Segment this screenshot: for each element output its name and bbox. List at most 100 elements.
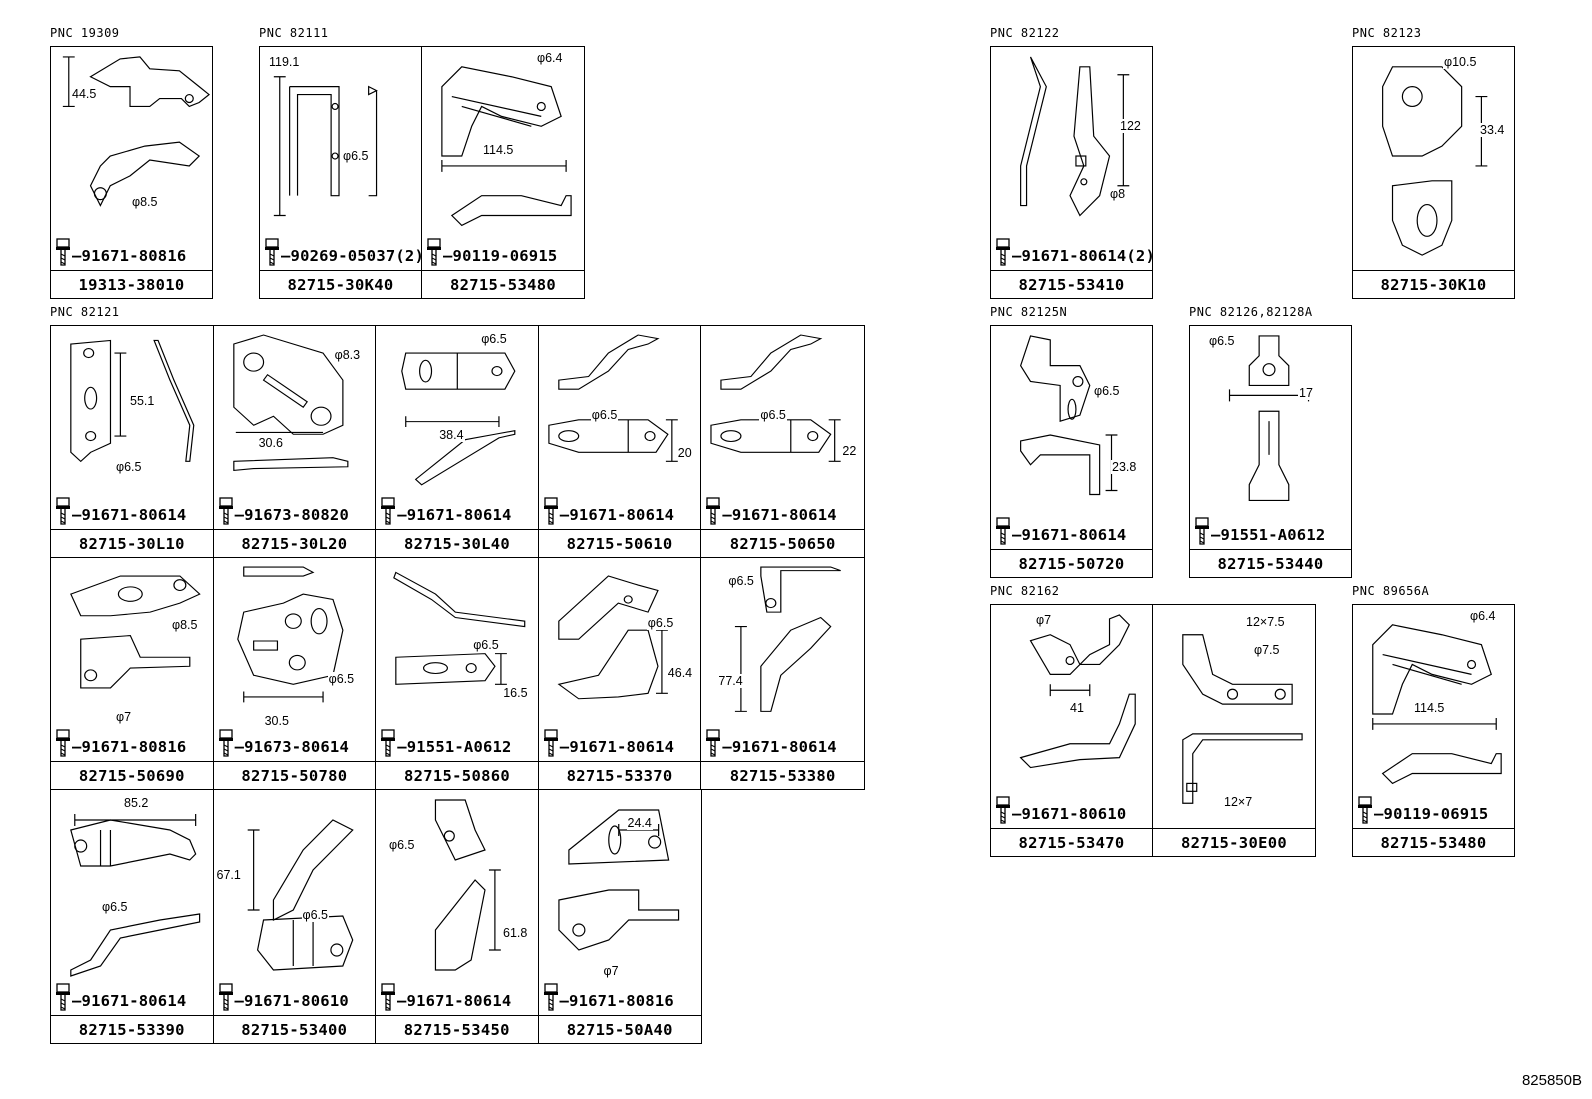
part-number[interactable]: 82715-30E00 xyxy=(1153,828,1315,856)
bolt-icon xyxy=(218,497,234,525)
part-number[interactable]: 82715-53480 xyxy=(422,270,584,298)
part-number[interactable]: 82715-30K40 xyxy=(260,270,421,298)
part-number[interactable]: 82715-53410 xyxy=(991,270,1152,298)
pnc-label: PNC 89656A xyxy=(1352,584,1430,598)
bolt-callout: —91673-80614 xyxy=(218,729,349,757)
bolt-callout: —91671-80816 xyxy=(55,238,186,266)
dimension-label: 122 xyxy=(1119,119,1142,133)
dimension-label: 33.4 xyxy=(1479,123,1506,137)
bolt-callout: —91671-80614 xyxy=(55,983,186,1011)
bolt-icon xyxy=(218,729,234,757)
part-drawing xyxy=(1353,47,1514,270)
bolt-icon xyxy=(543,983,559,1011)
bolt-part-number: —90269-05037(2) xyxy=(281,247,422,265)
dimension-label: φ6.5 xyxy=(327,672,356,686)
part-number[interactable]: 82715-53370 xyxy=(538,761,701,789)
bolt-callout: —91671-80614 xyxy=(543,729,674,757)
part-number[interactable]: 82715-30L20 xyxy=(213,529,376,557)
bolt-part-number: —91671-80816 xyxy=(559,992,674,1010)
bolt-part-number: —91673-80614 xyxy=(234,738,349,756)
bolt-icon xyxy=(264,238,280,266)
bolt-icon xyxy=(380,983,396,1011)
bolt-part-number: —91671-80610 xyxy=(1012,805,1127,823)
part-drawing xyxy=(539,790,702,1015)
part-number[interactable]: 82715-50780 xyxy=(213,761,376,789)
bolt-part-number: —91671-80614 xyxy=(559,738,675,756)
bolt-part-number: —91671-80610 xyxy=(234,992,349,1010)
bolt-icon xyxy=(380,729,396,757)
part-number[interactable]: 19313-38010 xyxy=(51,270,212,298)
part-drawing xyxy=(1353,605,1514,828)
dimension-label: φ6.5 xyxy=(388,838,416,852)
bolt-part-number: —91671-80614 xyxy=(722,738,837,756)
part-number[interactable]: 82715-30L10 xyxy=(51,529,213,557)
bolt-icon xyxy=(705,729,721,757)
bolt-icon xyxy=(1357,796,1373,824)
part-number[interactable]: 82715-50860 xyxy=(376,761,538,789)
pnc-label: PNC 82123 xyxy=(1352,26,1422,40)
bolt-callout: —91673-80820 xyxy=(218,497,349,525)
dimension-label: 55.1 xyxy=(129,394,156,408)
part-number[interactable]: 82715-50610 xyxy=(538,529,701,557)
bolt-icon xyxy=(55,729,71,757)
bolt-part-number: —90119-06915 xyxy=(443,247,558,265)
part-number[interactable]: 82715-53380 xyxy=(701,761,864,789)
part-drawing xyxy=(1190,326,1351,549)
bolt-icon xyxy=(55,238,71,266)
part-number[interactable]: 82715-50720 xyxy=(991,549,1152,577)
part-number[interactable]: 82715-53480 xyxy=(1353,828,1514,856)
dimension-label: 44.5 xyxy=(71,87,98,101)
bolt-callout: —91671-80816 xyxy=(543,983,674,1011)
dimension-label: 85.2 xyxy=(123,796,150,810)
part-number[interactable]: 82715-53400 xyxy=(213,1015,375,1043)
part-drawing xyxy=(376,326,538,529)
dimension-label: 30.6 xyxy=(257,436,284,450)
part-number[interactable]: 82715-30L40 xyxy=(376,529,538,557)
part-number[interactable]: 82715-53470 xyxy=(991,828,1152,856)
part-number[interactable]: 82715-53390 xyxy=(51,1015,213,1043)
bolt-callout: —90119-06915 xyxy=(1357,796,1488,824)
part-number[interactable]: 82715-50690 xyxy=(51,761,213,789)
bolt-part-number: —91671-80614(2) xyxy=(1012,247,1152,265)
part-number[interactable]: 82715-50650 xyxy=(701,529,864,557)
part-number[interactable]: 82715-53450 xyxy=(376,1015,538,1043)
bolt-icon xyxy=(543,497,559,525)
dimension-label: φ6.5 xyxy=(480,332,508,346)
part-number[interactable]: 82715-30K10 xyxy=(1353,270,1514,298)
dimension-label: 41 xyxy=(1069,701,1085,715)
part-number[interactable]: 82715-53440 xyxy=(1190,549,1351,577)
dimension-label: φ6.5 xyxy=(1208,334,1236,348)
dimension-label: 119.1 xyxy=(268,55,301,69)
dimension-label: φ7.5 xyxy=(1253,643,1281,657)
bolt-part-number: —91671-80614 xyxy=(72,506,187,524)
part-number[interactable]: 82715-50A40 xyxy=(538,1015,701,1043)
part-drawing xyxy=(51,326,213,529)
part-drawing xyxy=(214,326,376,529)
